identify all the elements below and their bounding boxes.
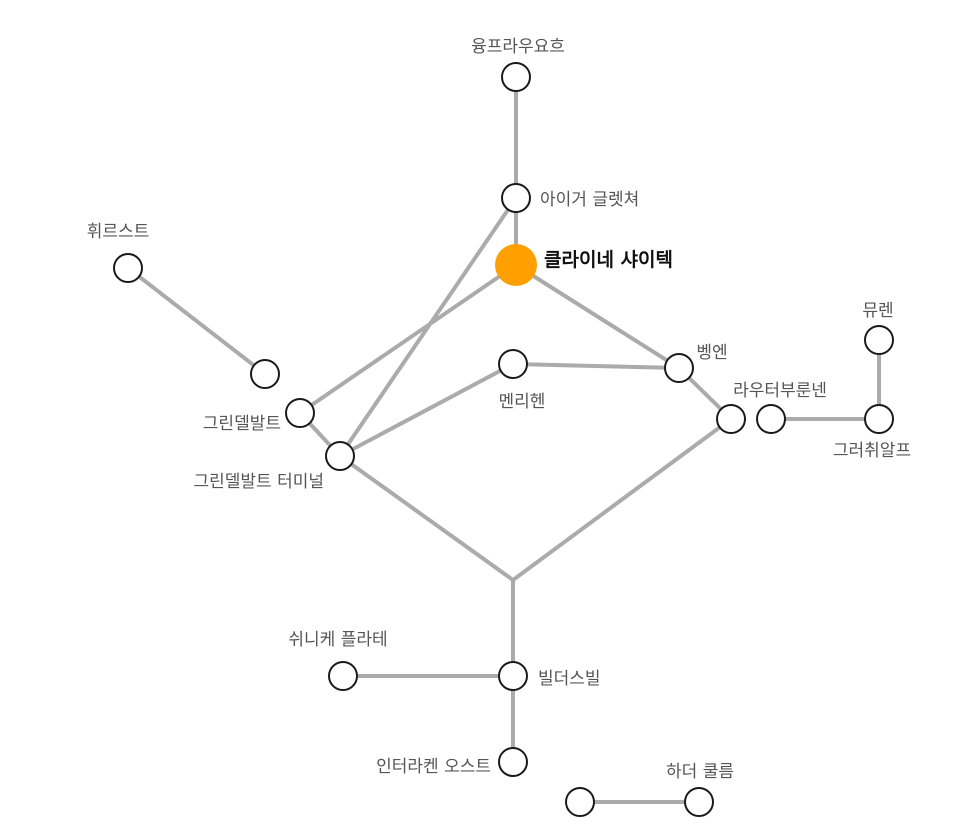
station-muerren[interactable] bbox=[864, 325, 894, 355]
label-grindelwald: 그린델발트 bbox=[203, 414, 281, 434]
line-kleinescheidegg-grindelwald bbox=[298, 263, 518, 415]
station-grindelwald-terminal[interactable] bbox=[325, 441, 355, 471]
label-maennlichen: 멘리헨 bbox=[499, 392, 546, 412]
line-first-grindelwald bbox=[126, 266, 267, 376]
station-wengen[interactable] bbox=[664, 353, 694, 383]
line-maennlichen-wengen bbox=[511, 362, 681, 370]
station-maennlichen[interactable] bbox=[498, 349, 528, 379]
stations bbox=[113, 62, 894, 817]
rail-lines bbox=[126, 75, 881, 804]
label-kleine-scheidegg: 클라이네 샤이텍 bbox=[544, 249, 673, 271]
station-lauterbrunnen[interactable] bbox=[716, 404, 746, 434]
station-interlaken-harder[interactable] bbox=[565, 787, 595, 817]
label-lauterbrunnen: 라우터부룬넨 bbox=[733, 381, 827, 401]
station-grindelwald[interactable] bbox=[285, 398, 315, 428]
label-schynige-platte: 쉬니케 플라테 bbox=[288, 630, 387, 650]
station-eiger-gletscher[interactable] bbox=[501, 183, 531, 213]
label-wilderswil: 빌더스빌 bbox=[538, 669, 601, 689]
label-first: 휘르스트 bbox=[87, 222, 150, 242]
label-muerren: 뮤렌 bbox=[862, 301, 893, 321]
station-jungfraujoch[interactable] bbox=[501, 62, 531, 92]
label-jungfraujoch: 융프라우요흐 bbox=[471, 37, 565, 57]
station-kleine-scheidegg-current[interactable] bbox=[495, 244, 537, 286]
station-first[interactable] bbox=[113, 253, 143, 283]
station-wilderswil[interactable] bbox=[498, 661, 528, 691]
station-first-mid[interactable] bbox=[250, 359, 280, 389]
label-interlaken-ost: 인터라켄 오스트 bbox=[376, 757, 491, 777]
label-harder-kulm: 하더 쿨름 bbox=[666, 762, 734, 782]
station-interlaken-ost[interactable] bbox=[498, 747, 528, 777]
station-grutschalp[interactable] bbox=[864, 404, 894, 434]
station-lauterbrunnen-cable[interactable] bbox=[756, 404, 786, 434]
station-harder-kulm[interactable] bbox=[684, 787, 714, 817]
station-labels: 융프라우요흐 아이거 글렛쳐 클라이네 샤이텍 휘르스트 그린델발트 그린델발트… bbox=[87, 37, 911, 782]
station-schynige-platte[interactable] bbox=[328, 661, 358, 691]
label-wengen: 벵엔 bbox=[696, 343, 727, 363]
line-grindelwaldterminal-junction-lauterbrunnen bbox=[338, 417, 733, 583]
line-maennlichen-grindelwaldterminal bbox=[338, 362, 515, 458]
label-grutschalp: 그러취알프 bbox=[833, 441, 911, 461]
label-grindelwald-terminal: 그린델발트 터미널 bbox=[193, 472, 324, 492]
line-kleinescheidegg-wengen bbox=[514, 263, 681, 370]
label-eiger-gletscher: 아이거 글렛쳐 bbox=[540, 190, 639, 210]
